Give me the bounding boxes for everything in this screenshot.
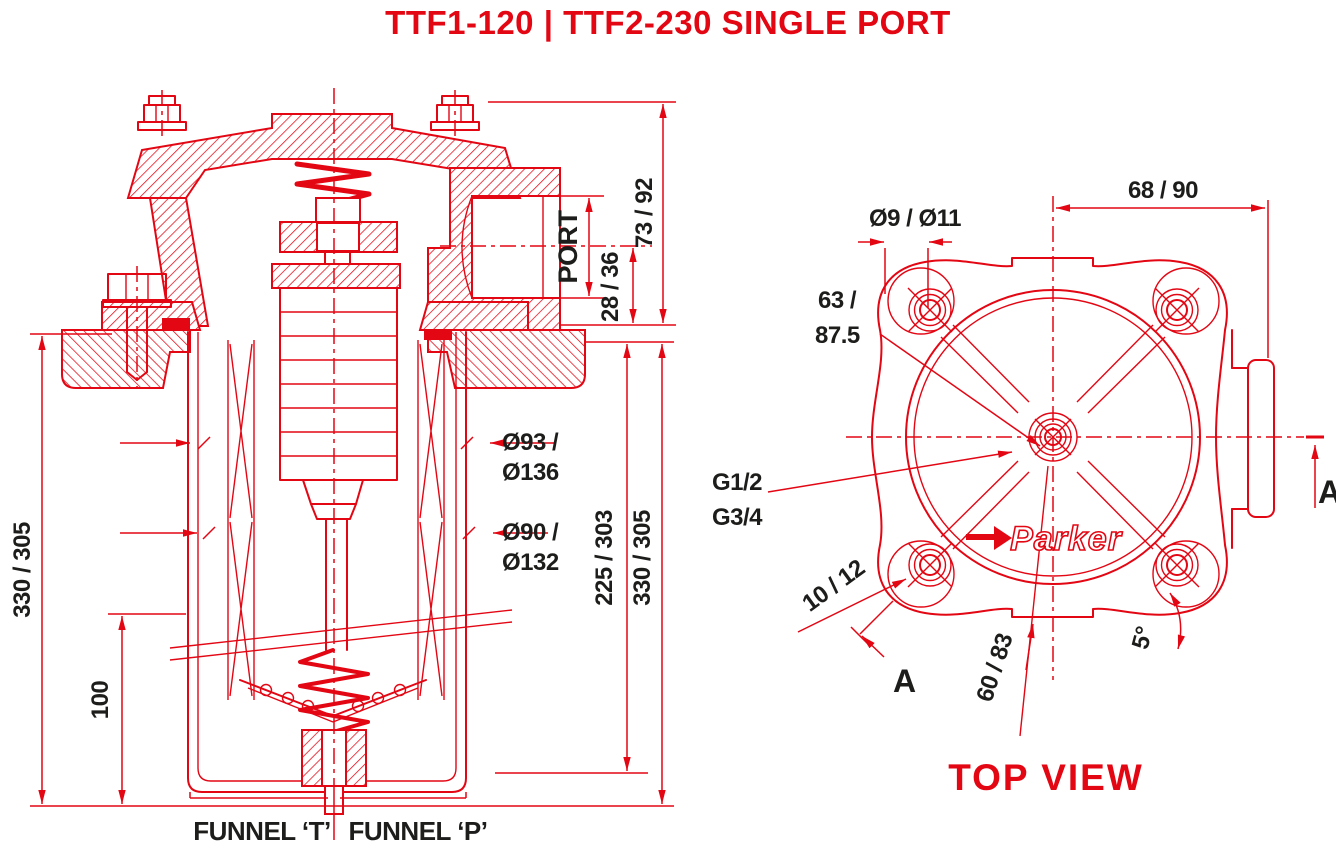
flange-outline	[871, 257, 1228, 618]
parker-logo: Parker	[966, 519, 1123, 559]
cover-bolt-right-icon	[430, 90, 480, 140]
port-bore-wall	[461, 195, 473, 299]
funnel-bracket	[189, 792, 467, 799]
clamp-flange-right	[418, 301, 529, 331]
dim-port-offset: 68 / 90	[1128, 177, 1198, 204]
topview-dimensions	[767, 200, 1324, 737]
parker-logo-text: Parker	[1010, 520, 1123, 558]
bolt-hole-bottom-left-icon	[887, 540, 955, 608]
filter-cover	[126, 113, 522, 199]
break-line	[169, 609, 513, 649]
head-left-wall	[148, 197, 210, 327]
dim-thread-line2: G3/4	[712, 504, 763, 531]
section-view: 330 / 305 100 73 / 92 28 / 36 PORT 225 /…	[9, 88, 676, 846]
diffuser-cone	[239, 679, 427, 723]
element-pleats-left	[227, 340, 255, 700]
dim-overall-height-left: 330 / 305	[9, 522, 36, 618]
seal-right	[424, 329, 452, 340]
tank-plate-right	[427, 329, 586, 389]
side-tab	[1231, 329, 1275, 549]
dim-draft-angle: 5°	[1127, 624, 1159, 652]
filter-media	[279, 287, 398, 651]
dim-bolt-circle-line2: 87.5	[815, 322, 860, 349]
bolt-hole-bottom-right-icon	[1152, 540, 1220, 608]
dim-element-od-line1: Ø93 /	[502, 429, 559, 456]
dim-element-od-line2: Ø136	[502, 459, 559, 486]
section-marker-a-left: A	[893, 663, 916, 699]
mounting-bolt-icon	[102, 266, 172, 388]
dim-element-length: 225 / 303	[591, 510, 618, 606]
port-label: PORT	[553, 209, 583, 283]
break-line	[169, 621, 513, 661]
funnel-t-label: FUNNEL ‘T’	[193, 816, 331, 846]
bolt-hole-top-right-icon	[1152, 267, 1220, 335]
dim-bowl-id-line2: Ø132	[502, 549, 559, 576]
dim-bowl-id-line1: Ø90 /	[502, 519, 559, 546]
top-view-label: TOP VIEW	[948, 757, 1144, 798]
element-pleats-right	[417, 340, 445, 700]
dim-bolt-hole-dia: Ø9 / Ø11	[869, 205, 961, 232]
section-marker-a-right: A	[1318, 474, 1336, 510]
drawing-title: TTF1-120 | TTF2-230 SINGLE PORT	[385, 4, 951, 41]
cross-ribs	[940, 324, 1166, 550]
dim-bolt-circle-line1: 63 /	[818, 287, 857, 314]
dim-funnel-height: 100	[87, 681, 114, 720]
top-view: Parker 68 / 90 Ø9 / Ø11 63 / 87.5 G1/2 G…	[712, 177, 1336, 798]
element-top-cap	[271, 263, 401, 289]
dim-thread-line1: G1/2	[712, 469, 762, 496]
dim-corner-offset: 10 / 12	[797, 554, 870, 617]
dimension-lines	[38, 104, 667, 804]
bypass-poppet	[315, 197, 361, 223]
element-head-bore	[316, 222, 360, 252]
dim-overall-height-right: 330 / 305	[629, 510, 656, 606]
dim-top-to-flange: 73 / 92	[631, 178, 658, 248]
funnel-p-label: FUNNEL ‘P’	[349, 816, 488, 846]
bolt-hole-top-left-icon	[887, 267, 955, 335]
cover-bolt-left-icon	[137, 90, 187, 140]
dim-center-to-edge: 60 / 83	[971, 630, 1018, 705]
extension-lines	[30, 101, 676, 807]
seal-left	[162, 318, 190, 330]
dim-port-to-flange: 28 / 36	[597, 252, 624, 322]
